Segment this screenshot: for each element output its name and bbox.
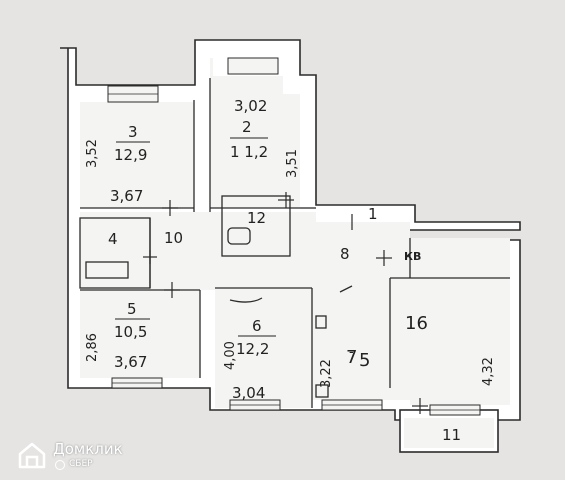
room-7-tail: 5 [359, 350, 370, 371]
balcony [399, 409, 499, 453]
stove-outline [315, 315, 327, 329]
room-2-dim-top: 3,02 [234, 97, 267, 115]
room-3-dim-h: 3,67 [110, 187, 143, 205]
window-room-2 [227, 57, 279, 75]
bathtub-outline [85, 261, 129, 279]
kitchen-vent-outline [315, 384, 329, 398]
room-3-area: 12,9 [114, 146, 147, 164]
room-2-dim-v: 3,51 [285, 149, 300, 178]
room-16-number: 16 [405, 313, 428, 334]
door-ticks [143, 192, 428, 414]
door-swing-arc [229, 297, 263, 303]
room-2-number: 2 [242, 118, 252, 136]
room-3-dim-v: 3,52 [85, 139, 100, 168]
room-6-dim-v: 4,00 [223, 341, 238, 370]
room-8-number: 8 [340, 245, 350, 263]
room-12-number: 12 [247, 209, 266, 227]
domclick-brand: Домклик СБЕР [17, 438, 157, 474]
room-1-number: 1 [368, 205, 378, 223]
room-10-number: 10 [164, 229, 183, 247]
room-5-dim-h: 3,67 [114, 353, 147, 371]
room-16-dim-v: 4,32 [481, 357, 496, 386]
house-logo-icon [18, 442, 46, 469]
room-11-number: 11 [442, 426, 461, 444]
room-7-separator: - [349, 345, 354, 360]
room-4-number: 4 [108, 230, 118, 248]
room-5-area: 10,5 [114, 323, 147, 341]
brand-sub: СБЕР [69, 459, 93, 469]
room-6-dim-h: 3,04 [232, 384, 265, 402]
room-7-number: 7 [346, 347, 357, 368]
room-2-area: 1 1,2 [230, 143, 268, 161]
room-3-number: 3 [128, 123, 138, 141]
room-16-dim-v2: 3,22 [319, 359, 334, 388]
brand-name: Домклик [53, 440, 123, 458]
kv-label: КВ [404, 250, 421, 263]
room-5-dim-v: 2,86 [85, 333, 100, 362]
bathroom-12-outline [221, 195, 291, 257]
room-6-number: 6 [252, 317, 262, 335]
room-labels: 3 12,9 3,67 3,52 3,02 2 1 1,2 3,51 12 1 … [85, 97, 496, 444]
sink-outline [227, 227, 251, 245]
sber-icon [55, 460, 65, 470]
door-swing-mark [339, 285, 353, 293]
windows [107, 57, 481, 416]
room-5-number: 5 [127, 300, 137, 318]
room-6-area: 12,2 [236, 340, 269, 358]
